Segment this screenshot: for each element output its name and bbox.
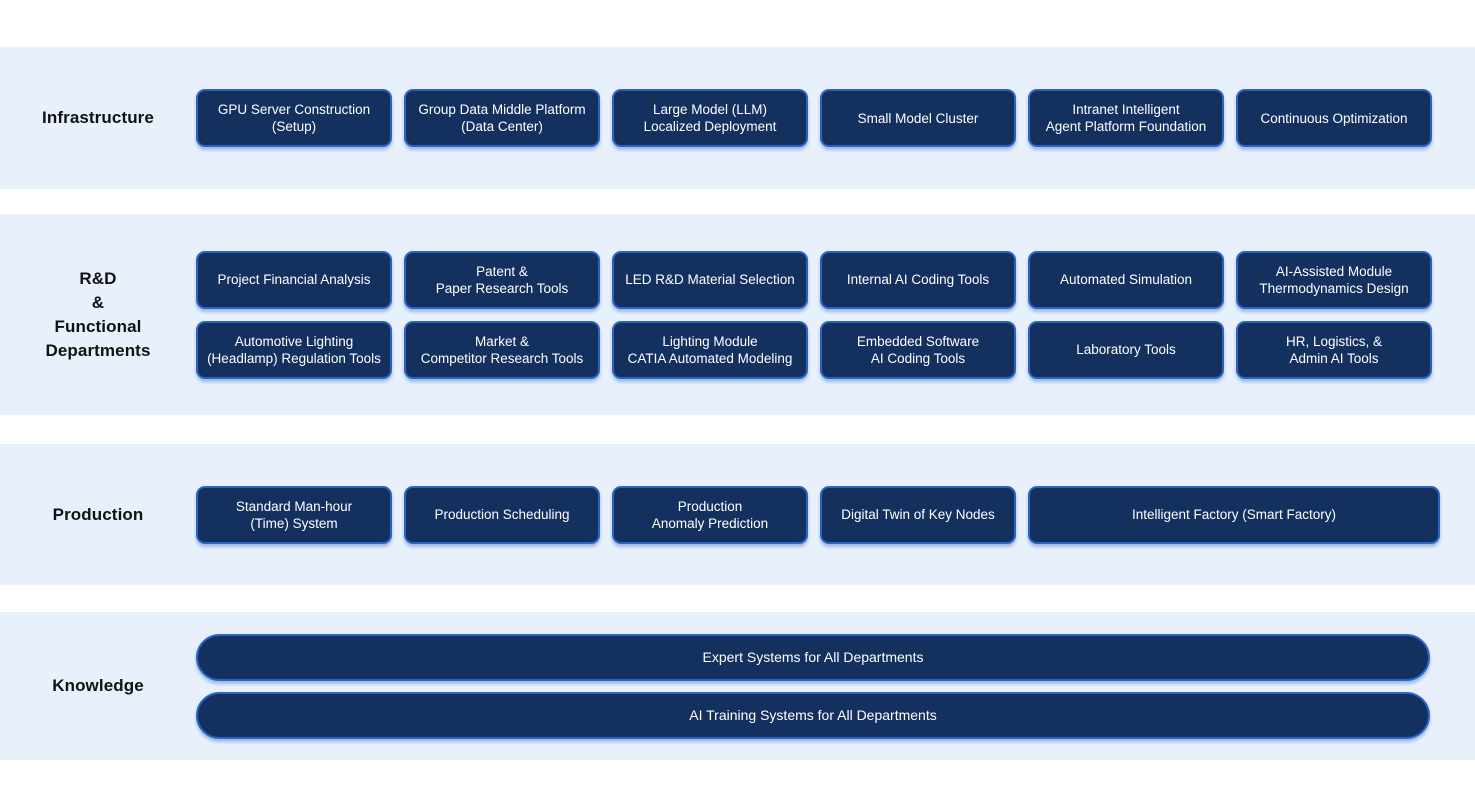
node-internal-ai-coding-tools[interactable]: Internal AI Coding Tools xyxy=(820,250,1016,309)
node-standard-man-hour-system[interactable]: Standard Man-hour (Time) System xyxy=(196,485,392,544)
node-production-scheduling[interactable]: Production Scheduling xyxy=(404,485,600,544)
node-ai-training-systems-for-all-departments[interactable]: AI Training Systems for All Departments xyxy=(196,691,1430,739)
band-rows-knowledge: Expert Systems for All Departments AI Tr… xyxy=(196,633,1475,739)
node-market-competitor-research-tools[interactable]: Market & Competitor Research Tools xyxy=(404,320,600,379)
node-lighting-module-catia-automated-modeling[interactable]: Lighting Module CATIA Automated Modeling xyxy=(612,320,808,379)
band-rnd-functional-departments: R&D & Functional Departments Project Fin… xyxy=(0,214,1475,415)
band-label-infrastructure: Infrastructure xyxy=(42,108,154,127)
node-digital-twin-of-key-nodes[interactable]: Digital Twin of Key Nodes xyxy=(820,485,1016,544)
band-label-rnd: R&D & Functional Departments xyxy=(45,268,151,360)
band-knowledge: Knowledge Expert Systems for All Departm… xyxy=(0,612,1475,760)
node-row: Automotive Lighting (Headlamp) Regulatio… xyxy=(196,320,1452,379)
band-rows-infrastructure: GPU Server Construction (Setup) Group Da… xyxy=(196,89,1475,147)
node-row: Project Financial Analysis Patent & Pape… xyxy=(196,250,1452,309)
band-label-production: Production xyxy=(52,504,144,524)
node-intranet-intelligent-agent-platform[interactable]: Intranet Intelligent Agent Platform Foun… xyxy=(1028,89,1224,147)
node-continuous-optimization[interactable]: Continuous Optimization xyxy=(1236,89,1432,147)
node-automated-simulation[interactable]: Automated Simulation xyxy=(1028,250,1224,309)
node-intelligent-factory[interactable]: Intelligent Factory (Smart Factory) xyxy=(1028,485,1440,544)
node-laboratory-tools[interactable]: Laboratory Tools xyxy=(1028,320,1224,379)
band-rows-production: Standard Man-hour (Time) System Producti… xyxy=(196,485,1475,544)
node-small-model-cluster[interactable]: Small Model Cluster xyxy=(820,89,1016,147)
node-row: GPU Server Construction (Setup) Group Da… xyxy=(196,89,1452,147)
node-patent-paper-research-tools[interactable]: Patent & Paper Research Tools xyxy=(404,250,600,309)
band-label-knowledge: Knowledge xyxy=(52,676,144,695)
node-row: Standard Man-hour (Time) System Producti… xyxy=(196,485,1452,544)
band-infrastructure: Infrastructure GPU Server Construction (… xyxy=(0,47,1475,189)
node-embedded-software-ai-coding-tools[interactable]: Embedded Software AI Coding Tools xyxy=(820,320,1016,379)
node-production-anomaly-prediction[interactable]: Production Anomaly Prediction xyxy=(612,485,808,544)
node-gpu-server-construction[interactable]: GPU Server Construction (Setup) xyxy=(196,89,392,147)
node-group-data-middle-platform[interactable]: Group Data Middle Platform (Data Center) xyxy=(404,89,600,147)
node-ai-assisted-module-thermodynamics-design[interactable]: AI-Assisted Module Thermodynamics Design xyxy=(1236,250,1432,309)
node-automotive-lighting-regulation-tools[interactable]: Automotive Lighting (Headlamp) Regulatio… xyxy=(196,320,392,379)
node-project-financial-analysis[interactable]: Project Financial Analysis xyxy=(196,250,392,309)
band-rows-rnd: Project Financial Analysis Patent & Pape… xyxy=(196,250,1475,379)
node-row: AI Training Systems for All Departments xyxy=(196,691,1452,739)
band-production: Production Standard Man-hour (Time) Syst… xyxy=(0,444,1475,585)
node-large-model-localized-deployment[interactable]: Large Model (LLM) Localized Deployment xyxy=(612,89,808,147)
node-row: Expert Systems for All Departments xyxy=(196,633,1452,681)
node-hr-logistics-admin-ai-tools[interactable]: HR, Logistics, & Admin AI Tools xyxy=(1236,320,1432,379)
node-led-rnd-material-selection[interactable]: LED R&D Material Selection xyxy=(612,250,808,309)
node-expert-systems-for-all-departments[interactable]: Expert Systems for All Departments xyxy=(196,633,1430,681)
